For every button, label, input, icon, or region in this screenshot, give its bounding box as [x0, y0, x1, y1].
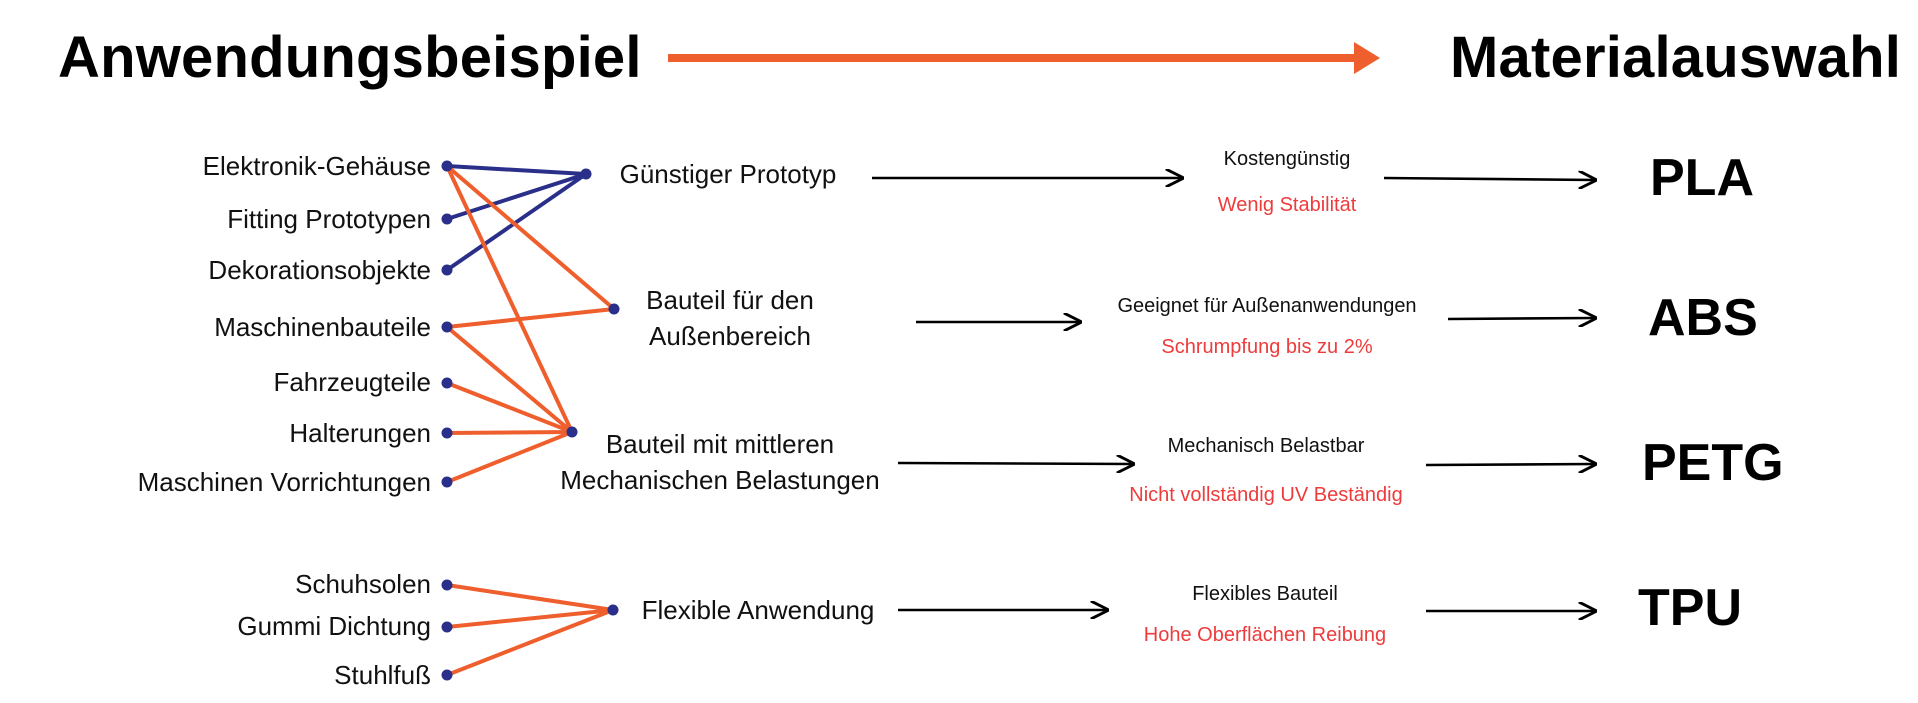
- dot-cat-3: [566, 426, 578, 438]
- dot-app-1: [441, 160, 453, 172]
- dot-app-8: [441, 579, 453, 591]
- property-con: Wenig Stabilität: [1217, 194, 1357, 216]
- property-pro: Mechanisch Belastbar: [1167, 435, 1365, 457]
- property-con: Nicht vollständig UV Beständig: [1129, 484, 1403, 506]
- title-anwendungsbeispiel: Anwendungsbeispiel: [58, 25, 642, 90]
- connector-elektronik-mechanisch: [445, 165, 574, 433]
- arrows-property-material: [1383, 178, 1595, 611]
- category-label-flexibel: Flexible Anwendung: [618, 592, 898, 628]
- application-label: Gummi Dichtung: [237, 611, 431, 641]
- category-label-mechanisch: Bauteil mit mittleren Mechanischen Belas…: [540, 426, 900, 498]
- arrow-prop3-petg: [1425, 464, 1595, 465]
- connector-maschinenbauteile-mechanisch: [445, 325, 574, 434]
- arrow-cat3-prop3: [897, 463, 1133, 464]
- header-arrow-head: [1354, 42, 1380, 74]
- arrows-category-property: [872, 178, 1182, 610]
- category-label-aussen: Bauteil für den Außenbereich: [600, 282, 860, 354]
- connector-dichtung-flexibel: [446, 608, 614, 629]
- application-dots: [441, 160, 453, 681]
- dot-app-7: [441, 476, 453, 488]
- application-label: Fahrzeugteile: [273, 367, 431, 397]
- connector-elektronik-prototyp: [446, 164, 587, 176]
- property-pro: Geeignet für Außenanwendungen: [1117, 295, 1417, 317]
- category-line: Günstiger Prototyp: [619, 159, 837, 189]
- arrow-prop1-pla: [1383, 178, 1595, 180]
- connector-vorrichtungen-mechanisch: [446, 430, 573, 484]
- material-label-abs: ABS: [1648, 289, 1758, 347]
- connector-stuhlfuss-flexibel: [446, 608, 614, 677]
- category-label-prototype: Günstiger Prototyp: [598, 156, 858, 192]
- title-materialauswahl: Materialauswahl: [1450, 25, 1902, 90]
- property-pro: Flexibles Bauteil: [1192, 583, 1338, 605]
- connector-maschinenbauteile-aussen: [446, 307, 615, 329]
- connector-fahrzeugteile-mechanisch: [446, 381, 573, 434]
- dot-cat-1: [580, 168, 592, 180]
- application-label: Fitting Prototypen: [227, 204, 431, 234]
- dot-app-4: [441, 321, 453, 333]
- dot-app-9: [441, 621, 453, 633]
- application-label: Maschinenbauteile: [214, 312, 431, 342]
- category-line: Außenbereich: [649, 321, 811, 351]
- property-con: Schrumpfung bis zu 2%: [1161, 336, 1373, 358]
- dot-cat-2: [608, 303, 620, 315]
- dot-app-6: [441, 427, 453, 439]
- connector-dekoration-prototyp: [445, 172, 588, 272]
- material-label-pla: PLA: [1650, 149, 1754, 207]
- connectors-orange: [445, 164, 616, 677]
- application-label: Stuhlfuß: [334, 660, 431, 690]
- application-label: Halterungen: [289, 418, 431, 448]
- dot-app-5: [441, 377, 453, 389]
- category-dots: [566, 168, 620, 616]
- application-label: Elektronik-Gehäuse: [202, 151, 431, 181]
- connector-elektronik-aussen: [445, 164, 616, 311]
- application-label: Dekorationsobjekte: [208, 255, 431, 285]
- property-con: Hohe Oberflächen Reibung: [1143, 624, 1387, 646]
- category-line: Flexible Anwendung: [641, 595, 875, 625]
- material-label-petg: PETG: [1642, 434, 1784, 492]
- connector-halterungen-mechanisch: [446, 430, 573, 435]
- category-line: Bauteil mit mittleren: [605, 429, 835, 459]
- material-label-tpu: TPU: [1638, 579, 1742, 637]
- application-label: Schuhsolen: [295, 569, 431, 599]
- connector-schuhsolen-flexibel: [446, 583, 614, 612]
- dot-app-3: [441, 264, 453, 276]
- arrow-prop2-abs: [1447, 318, 1595, 319]
- dot-app-2: [441, 213, 453, 225]
- property-pro: Kostengünstig: [1223, 148, 1351, 170]
- application-label: Maschinen Vorrichtungen: [137, 467, 431, 497]
- category-line: Mechanischen Belastungen: [560, 465, 880, 495]
- category-line: Bauteil für den: [646, 285, 814, 315]
- dot-app-10: [441, 669, 453, 681]
- dot-cat-4: [607, 604, 619, 616]
